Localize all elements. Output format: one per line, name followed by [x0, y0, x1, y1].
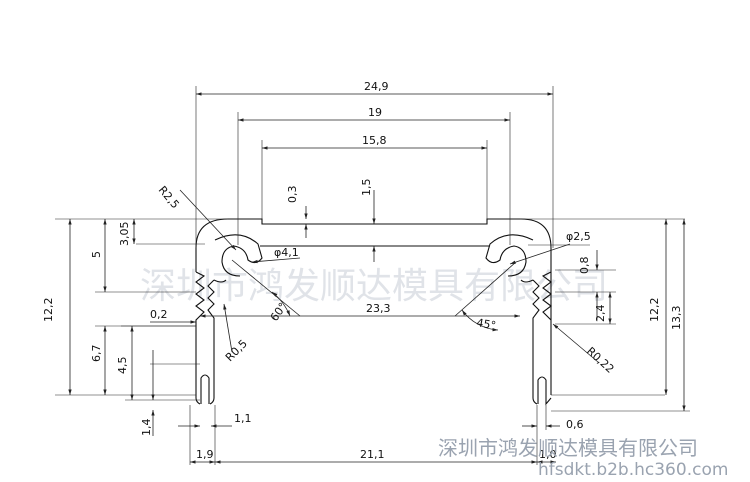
dim-1-1: 1,1	[234, 412, 252, 425]
dim-diameter-4-1: φ4,1	[274, 246, 299, 259]
watermark-site: hfsdkt.b2b.hc360.com	[538, 460, 728, 480]
dim-13-3: 13,3	[670, 306, 683, 331]
dim-radius-0-22: R0,22	[584, 345, 617, 376]
dimension-lines	[68, 92, 686, 464]
dim-5: 5	[90, 251, 103, 258]
dim-3-05: 3,05	[118, 222, 131, 247]
dim-0-6: 0,6	[566, 418, 584, 431]
dim-4-5: 4,5	[116, 357, 129, 375]
watermark-overlay: 深圳市鸿发顺达模具有限公司	[140, 266, 608, 307]
dim-6-7: 6,7	[90, 345, 103, 363]
dim-0-2: 0,2	[150, 308, 168, 321]
dim-angle-45: 45°	[475, 316, 496, 332]
dim-inner-15-8: 15,8	[362, 134, 387, 147]
dim-thickness-0-3: 0,3	[286, 186, 299, 204]
dim-0-8: 0,8	[578, 257, 591, 275]
watermark-company: 深圳市鸿发顺达模具有限公司	[438, 436, 698, 460]
extension-lines	[55, 86, 690, 465]
dim-2-4: 2,4	[594, 305, 607, 323]
dim-radius-0-5: R0,5	[223, 337, 250, 364]
dimension-labels: 24,9 19 15,8 0,3 1,5 R2,5 3,05 5 φ4,1 φ2…	[42, 80, 683, 461]
dim-1-9: 1,9	[196, 448, 214, 461]
dim-radius-2-5: R2,5	[156, 184, 182, 212]
dim-diameter-2-5: φ2,5	[566, 230, 591, 243]
dim-overall-width: 24,9	[364, 80, 389, 93]
dim-23-3: 23,3	[366, 302, 391, 315]
dim-inner-19: 19	[368, 106, 382, 119]
dim-12-2-left: 12,2	[42, 298, 55, 323]
dim-thickness-1-5: 1,5	[360, 179, 373, 197]
dim-1-4: 1,4	[140, 419, 153, 437]
dim-12-2-right: 12,2	[648, 298, 661, 323]
dim-21-1: 21,1	[360, 448, 385, 461]
dim-1-0: 1,0	[539, 448, 557, 461]
